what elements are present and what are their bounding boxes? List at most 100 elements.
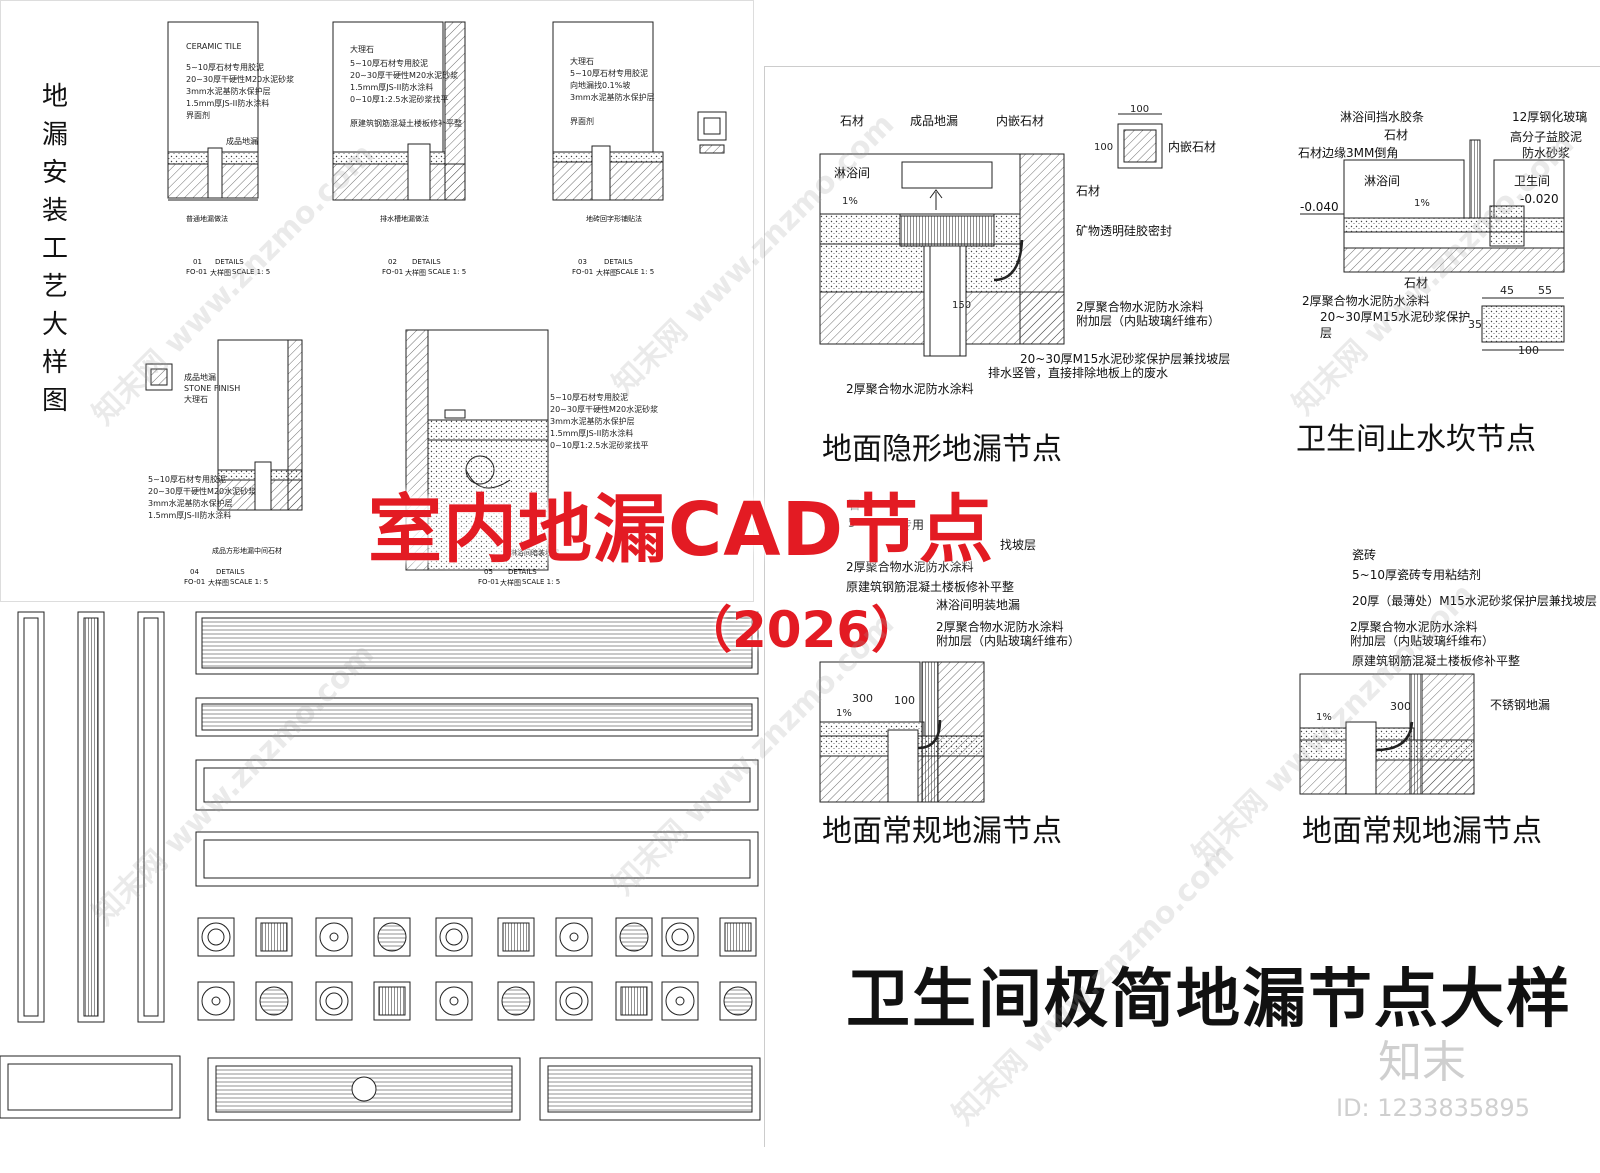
d04-stone-en: STONE FINISH xyxy=(184,384,241,393)
detail-01-drawing xyxy=(167,21,259,201)
c-dim-100: 100 xyxy=(894,694,915,707)
a-label-membrane: 2厚聚合物水泥防水涂料 xyxy=(1076,300,1204,314)
d04-spec-3: 3mm水泥基防水保护层 xyxy=(148,499,233,508)
d-dim-300: 300 xyxy=(1390,700,1411,713)
detail-02-num: 02 xyxy=(388,258,397,266)
detail-03-num: 03 xyxy=(578,258,587,266)
detail-d-caption: 地面常规地漏节点 xyxy=(1302,814,1542,849)
a-dim-slope: 1% xyxy=(842,196,858,207)
drain-cover-icon xyxy=(255,981,293,1021)
d02-spec-3: 1.5mm厚JS-II防水涂料 xyxy=(350,83,434,92)
d03-spec-4: 界面剂 xyxy=(570,117,594,126)
b-label-strip: 淋浴间挡水胶条 xyxy=(1340,110,1425,124)
a-dim-plan-side: 100 xyxy=(1094,142,1114,153)
c-label-1: 石 xyxy=(848,498,861,512)
drain-cover-icon xyxy=(315,981,353,1021)
vertical-title: 地漏安装工艺大样图 xyxy=(41,82,68,416)
detail-04-code: FO-01 xyxy=(184,578,206,586)
a-label-mortar: 20~30厚M15水泥砂浆保护层兼找坡层 xyxy=(1020,352,1231,366)
detail-03-code: FO-01 xyxy=(572,268,594,276)
detail-01-sub: 大样图 xyxy=(210,269,231,277)
detail-02-label: DETAILS xyxy=(412,258,441,266)
a-label-shower: 淋浴间 xyxy=(834,166,871,180)
detail-02-drawing xyxy=(332,21,466,201)
a-dim-plan: 100 xyxy=(1130,104,1150,115)
detail-05-label: DETAILS xyxy=(508,568,537,576)
d-label-1: 瓷砖 xyxy=(1352,548,1377,562)
detail-03-drawing xyxy=(552,21,727,201)
d01-spec-5: 界面剂 xyxy=(186,111,210,120)
b-label-mortar-wp: 防水砂浆 xyxy=(1522,146,1571,160)
d02-label-stone: 大理石 xyxy=(350,45,374,54)
d-label-2: 5~10厚瓷砖专用粘结剂 xyxy=(1352,568,1481,582)
drain-cover-icon xyxy=(661,917,699,957)
d02-spec-4: 0~10厚1:2.5水泥砂浆找平 xyxy=(350,95,449,104)
drain-cover-icon xyxy=(555,917,593,957)
a-label-stone-2: 石材 xyxy=(1076,184,1101,198)
a-label-membrane-2: 2厚聚合物水泥防水涂料 xyxy=(846,382,974,396)
detail-a-caption: 地面隐形地漏节点 xyxy=(822,432,1062,467)
drain-cover-icon xyxy=(615,917,653,957)
detail-c-caption: 地面常规地漏节点 xyxy=(822,814,1062,849)
b-label-shower: 淋浴间 xyxy=(1364,174,1401,188)
detail-02-scale: SCALE 1: 5 xyxy=(428,268,467,276)
d01-spec-3: 3mm水泥基防水保护层 xyxy=(186,87,271,96)
drain-cover-icon xyxy=(197,917,235,957)
b-label-chamfer: 石材边缘3MM倒角 xyxy=(1298,146,1399,160)
c-label-6: 原建筑钢筋混凝土楼板修补平整 xyxy=(846,580,1015,594)
detail-03-sub: 大样图 xyxy=(596,269,617,277)
d03-spec-1: 5~10厚石材专用胶泥 xyxy=(570,69,648,78)
d01-spec-4: 1.5mm厚JS-II防水涂料 xyxy=(186,99,270,108)
a-label-drain: 成品地漏 xyxy=(910,114,959,128)
d05-spec-1: 5~10厚石材专用胶泥 xyxy=(550,393,628,402)
c-label-5: 2厚聚合物水泥防水涂料 xyxy=(846,560,974,574)
banner-title: 室内地漏CAD节点 xyxy=(368,487,995,573)
asset-id: ID: 1233835895 xyxy=(1336,1094,1530,1122)
a-label-membrane-add: 附加层（内贴玻璃纤维布） xyxy=(1076,314,1221,328)
d01-label-tile: CERAMIC TILE xyxy=(186,42,242,51)
b-dim-45: 45 xyxy=(1500,284,1514,297)
drain-cover-icon xyxy=(497,981,535,1021)
c-dim-300: 300 xyxy=(852,692,873,705)
b-dim-level-right: -0.020 xyxy=(1520,192,1559,206)
detail-01-scale: SCALE 1: 5 xyxy=(232,268,271,276)
detail-01-label: DETAILS xyxy=(215,258,244,266)
detail-01-caption: 普通地漏做法 xyxy=(186,215,228,223)
d-label-3: 20厚（最薄处）M15水泥砂浆保护层兼找坡层 xyxy=(1352,594,1597,608)
a-dim-pipe: 150 xyxy=(952,300,972,311)
drain-cover-icon xyxy=(255,917,293,957)
detail-02-sub: 大样图 xyxy=(405,269,426,277)
c-label-7: 淋浴间明装地漏 xyxy=(936,598,1021,612)
d-dim-slope: 1% xyxy=(1316,712,1332,723)
b-dim-level-left: -0.040 xyxy=(1300,200,1339,214)
d-label-6: 原建筑钢筋混凝土楼板修补平整 xyxy=(1352,654,1521,668)
d04-spec-4: 1.5mm厚JS-II防水涂料 xyxy=(148,511,232,520)
detail-05-num: 05 xyxy=(484,568,493,576)
b-dim-slope: 1% xyxy=(1414,198,1430,209)
c-label-4: 找坡层 xyxy=(1000,538,1037,552)
banner-year: （2026） xyxy=(682,601,922,659)
b-dim-100: 100 xyxy=(1518,344,1539,357)
detail-03-caption: 地砖回字形铺贴法 xyxy=(586,215,642,223)
drain-cover-icon xyxy=(719,917,757,957)
detail-05-drawing xyxy=(405,329,549,571)
d04-spec-1: 5~10厚石材专用胶泥 xyxy=(148,475,226,484)
b-label-glass: 12厚钢化玻璃 xyxy=(1512,110,1588,124)
d05-spec-4: 1.5mm厚JS-II防水涂料 xyxy=(550,429,634,438)
drain-cover-icon xyxy=(497,917,535,957)
drain-cover-icon xyxy=(373,981,411,1021)
d05-spec-5: 0~10厚1:2.5水泥砂浆找平 xyxy=(550,441,649,450)
detail-04-num: 04 xyxy=(190,568,199,576)
c-dim-slope: 1% xyxy=(836,708,852,719)
detail-04-drawing xyxy=(145,339,303,511)
d04-stone-label: 大理石 xyxy=(184,395,208,404)
drain-cover-icon xyxy=(197,981,235,1021)
a-label-sealant: 矿物透明硅胶密封 xyxy=(1076,224,1173,238)
detail-04-caption: 成品方形地漏中间石材 xyxy=(212,547,282,555)
d04-drain-label: 成品地漏 xyxy=(184,373,216,382)
d01-drain-label: 成品地漏 xyxy=(226,137,258,146)
main-title: 卫生间极简地漏节点大样 xyxy=(846,963,1572,1037)
d02-spec-5: 原建筑钢筋混凝土楼板修补平整 xyxy=(350,119,462,128)
